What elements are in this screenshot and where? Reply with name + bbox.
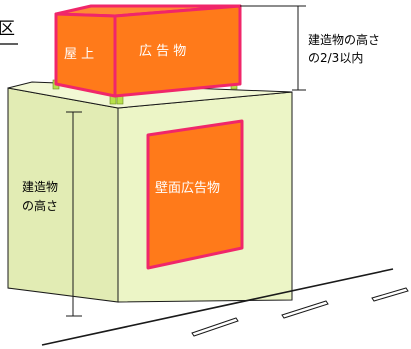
wall-sign — [146, 119, 244, 270]
building-right-face — [7, 87, 119, 303]
road-edge-line — [41, 268, 394, 346]
rooftop-sign-label-left: 屋 上 — [64, 47, 94, 62]
two-thirds-label-line2: の2/3以内 — [308, 51, 363, 65]
lane-mark-3 — [371, 287, 409, 302]
corner-char-text: 区 — [0, 19, 15, 39]
lane-mark-1 — [191, 317, 239, 337]
two-thirds-label-line1: 建造物の高さ — [308, 32, 380, 47]
rooftop-sign-front-face — [113, 4, 242, 98]
rooftop-sign-label-right: 広 告 物 — [139, 44, 186, 59]
building-height-label-line2: の高さ — [22, 198, 58, 213]
road-lane-marks — [191, 287, 409, 337]
building-height-label-line1: 建造物 — [22, 180, 58, 194]
lane-mark-2 — [281, 300, 329, 319]
wall-sign-label: 壁面広告物 — [155, 181, 220, 196]
